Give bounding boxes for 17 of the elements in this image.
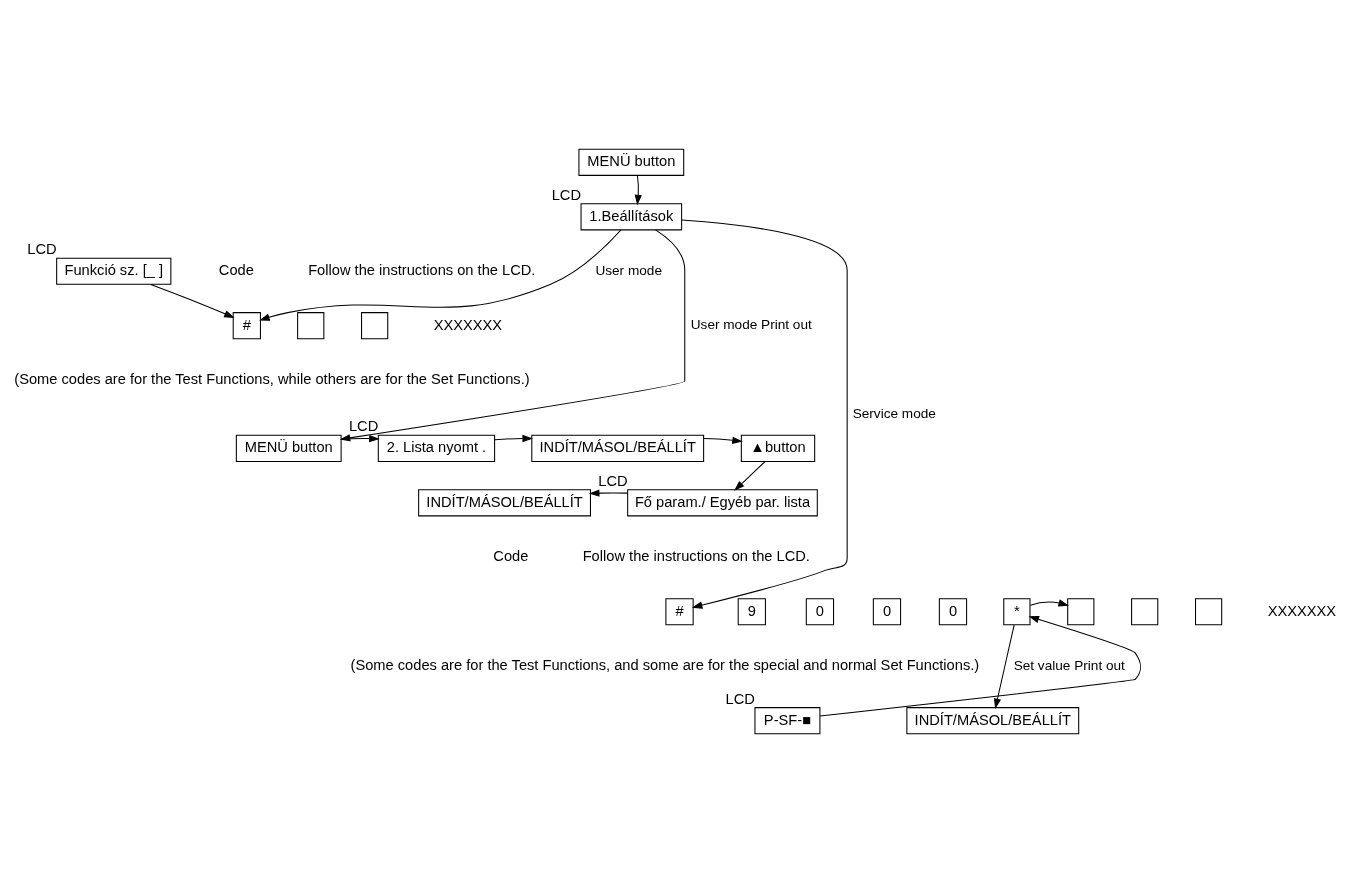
label: (Some codes are for the Test Functions, while others are for the Set Functions.) bbox=[14, 370, 530, 387]
edge-label: User mode Print out bbox=[690, 316, 812, 332]
label: Follow the instructions on the LCD. bbox=[582, 547, 810, 564]
edge-label: User mode bbox=[595, 262, 662, 278]
label: XXXXXXX bbox=[1267, 602, 1337, 619]
label: Code bbox=[493, 547, 529, 564]
label: Follow the instructions on the LCD. bbox=[308, 261, 536, 278]
label: (Some codes are for the Test Functions, and some are for the special and normal Set Functions.) bbox=[350, 656, 980, 673]
node-label: LCD bbox=[725, 690, 755, 707]
edge-label: Service mode bbox=[852, 405, 936, 421]
label: Code bbox=[218, 261, 254, 278]
node-label: LCD bbox=[27, 240, 57, 257]
edge-label: Set value Print out bbox=[1013, 657, 1125, 673]
node-label: LCD bbox=[348, 417, 379, 434]
node-label: LCD bbox=[551, 186, 582, 203]
node-label: LCD bbox=[598, 472, 628, 489]
label: XXXXXXX bbox=[433, 316, 503, 333]
